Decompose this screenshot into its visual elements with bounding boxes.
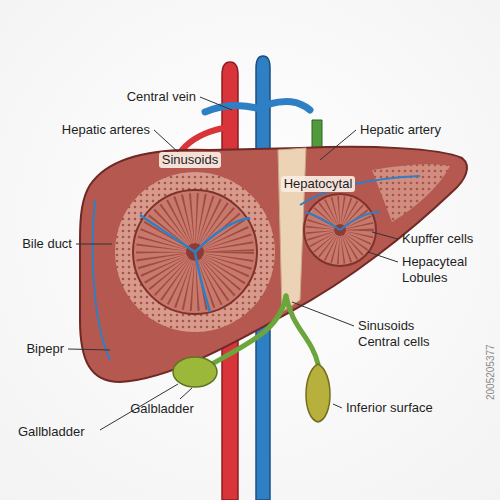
lobule <box>133 190 257 314</box>
part-label: Sinusoids <box>159 152 221 168</box>
part-label: Central vein <box>127 89 196 105</box>
part-label: Bile duct <box>22 236 72 252</box>
vein-branch <box>93 200 110 360</box>
tissue-texture <box>115 172 275 332</box>
part-label: Galbladder <box>130 401 194 417</box>
leader-lines <box>68 97 398 430</box>
tissue-texture <box>372 164 450 222</box>
part-label: Gallbladder <box>18 424 85 440</box>
vein-branch <box>269 102 310 110</box>
gallbladder-shape <box>306 364 330 422</box>
ligament-band <box>278 148 306 312</box>
part-label: Hepacyteal Lobules <box>402 254 484 286</box>
part-label: Hepatic artery <box>360 122 441 138</box>
part-label: Kupffer cells <box>402 231 473 247</box>
vein-branch <box>205 105 257 112</box>
bile-duct <box>212 296 286 364</box>
lobule <box>304 194 380 266</box>
part-label: Hepatocytal <box>281 176 356 192</box>
part-label: Hepatic arteres <box>62 122 150 138</box>
part-label: Bipepr <box>26 341 64 357</box>
artery-branch <box>182 128 223 150</box>
watermark-number: 2005205377 <box>485 344 497 400</box>
part-label: Inferior surface <box>346 400 433 416</box>
gallbladder-shape <box>173 357 217 387</box>
part-label: Sinusoids Central cells <box>358 318 448 350</box>
